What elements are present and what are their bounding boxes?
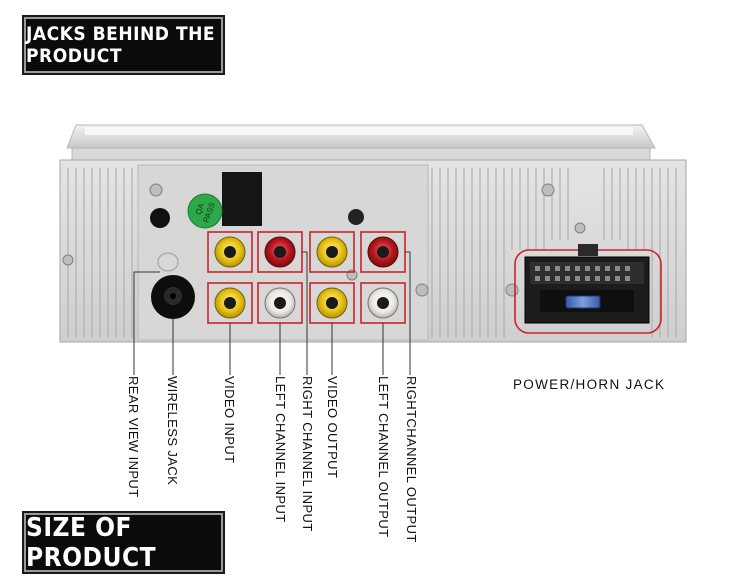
rca-jack-white-1 [264, 287, 296, 319]
wireless-jack [151, 275, 195, 319]
label-rear-view-input: REAR VIEW INPUT [126, 376, 141, 498]
label-left-channel-output: LEFT CHANNEL OUTPUT [376, 376, 391, 538]
rca-jack-video-input-top [214, 236, 246, 268]
label-video-input: VIDEO INPUT [222, 376, 237, 464]
jacks-behind-banner: JACKS BEHIND THE PRODUCT [24, 17, 223, 73]
leader-lines [133, 251, 411, 375]
rca-jack-yellow-bottom-1 [214, 287, 246, 319]
label-wireless-jack: WIRELESS JACK [165, 376, 180, 486]
chassis-top [66, 124, 656, 161]
svg-text:QA: QA [194, 202, 207, 217]
size-of-product-banner: SIZE OF PRODUCT [24, 513, 223, 573]
power-horn-connector [514, 244, 662, 334]
rca-jack-video-output-top [316, 236, 348, 268]
label-video-output: VIDEO OUTPUT [325, 376, 340, 479]
rca-jack-yellow-bottom-2 [316, 287, 348, 319]
rca-jack-white-2 [367, 287, 399, 319]
qa-pass-sticker: QA PASS [187, 193, 223, 229]
rca-jacks [214, 236, 399, 319]
rca-jack-red-2 [367, 236, 399, 268]
rca-jack-red-1 [264, 236, 296, 268]
label-power-horn-jack: POWER/HORN JACK [513, 377, 666, 392]
label-right-channel-output: RIGHTCHANNEL OUTPUT [404, 376, 419, 543]
label-right-channel-input: RIGHT CHANNEL INPUT [300, 376, 315, 532]
label-left-channel-input: LEFT CHANNEL INPUT [273, 376, 288, 523]
